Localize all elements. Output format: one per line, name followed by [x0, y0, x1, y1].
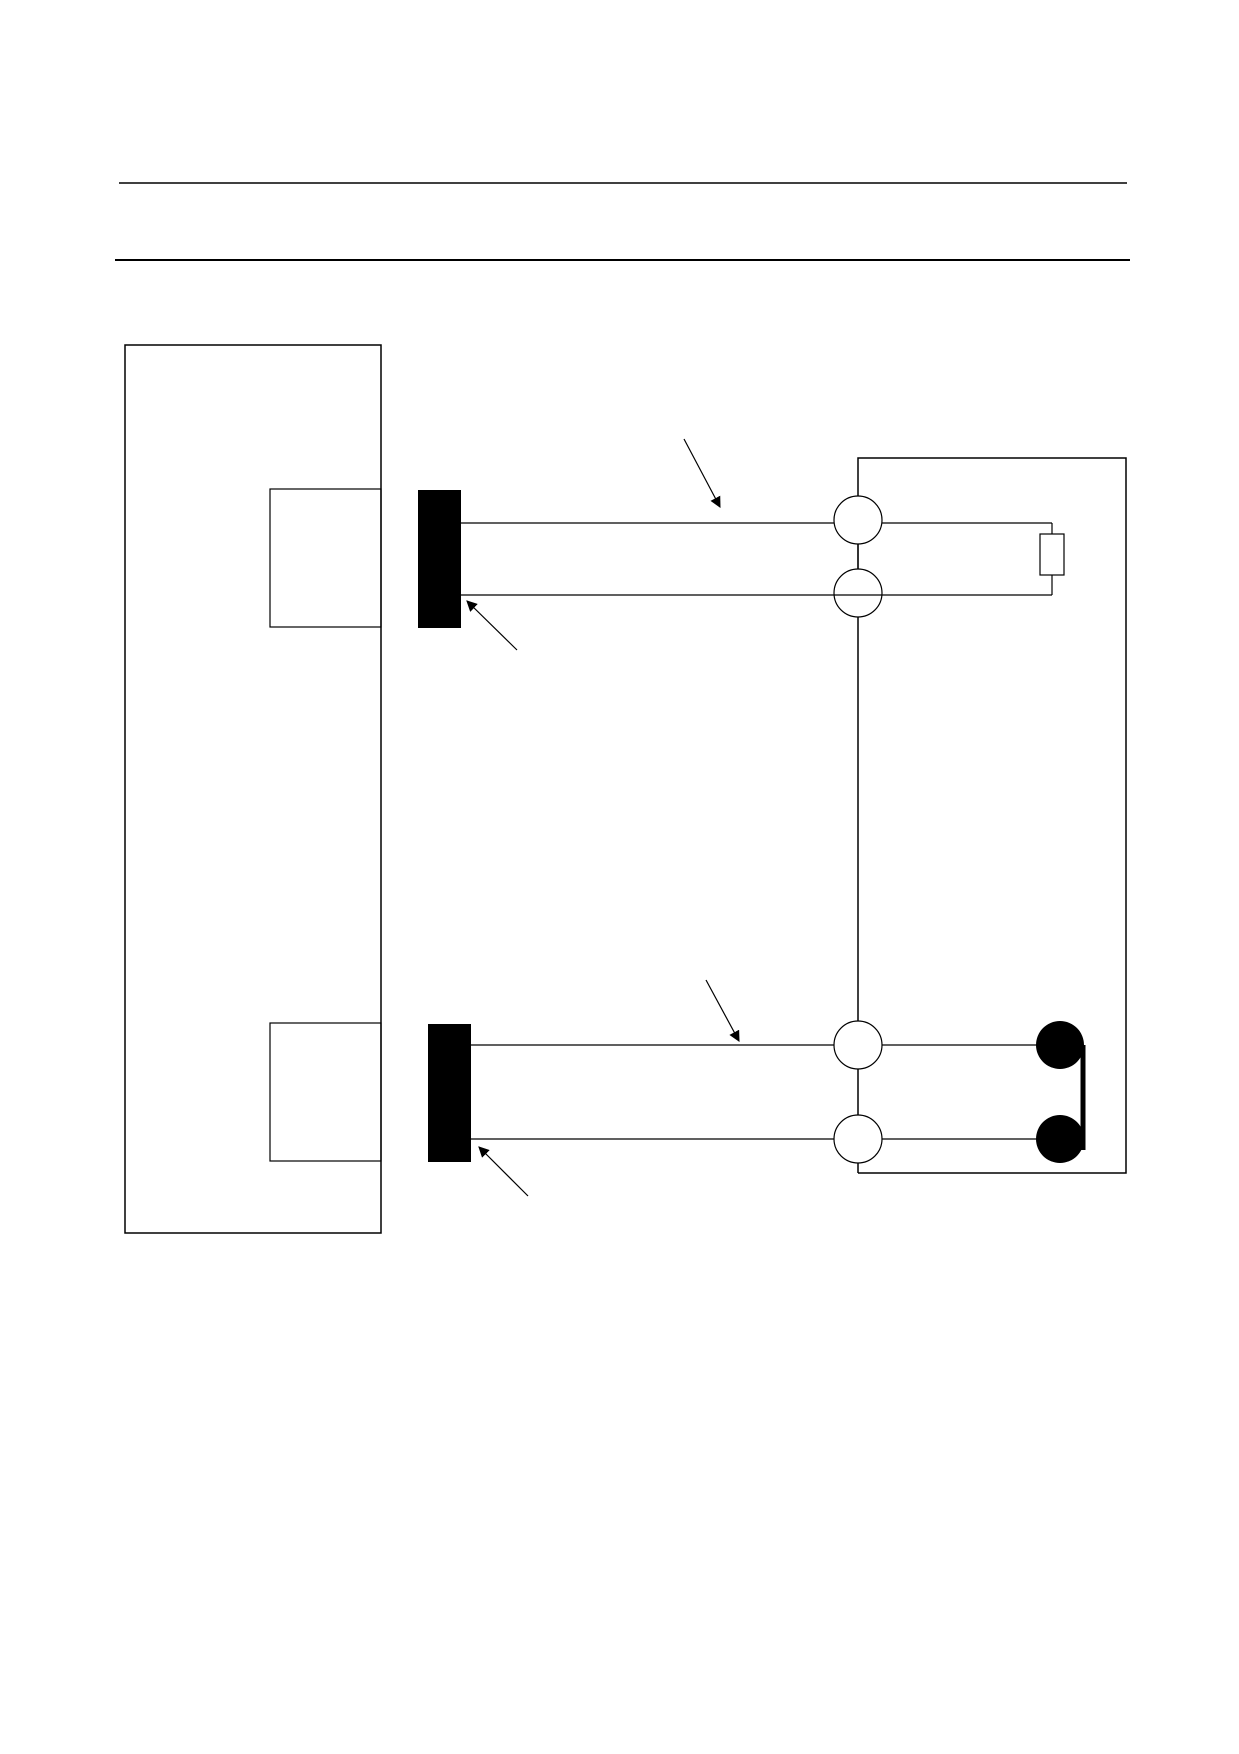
shorted-terminal-a	[1036, 1021, 1084, 1069]
lower-terminal-b	[833, 1114, 883, 1164]
upper-cable-leader-arrow	[683, 438, 721, 508]
termination-resistor	[1039, 533, 1065, 576]
lower-plug	[428, 1024, 471, 1162]
shorted-terminal-b	[1036, 1115, 1084, 1163]
upper-plug	[418, 490, 461, 628]
lower-port	[269, 1022, 382, 1162]
upper-plug-leader-arrow	[466, 600, 518, 651]
upper-terminal-b	[833, 568, 883, 618]
lower-terminal-a	[833, 1020, 883, 1070]
device-housing	[124, 344, 382, 1234]
lower-cable-leader-arrow	[705, 979, 740, 1042]
lower-plug-leader-arrow	[478, 1146, 529, 1197]
upper-terminal-a	[833, 495, 883, 545]
terminal-block-outline	[857, 457, 1127, 1174]
upper-port	[269, 488, 382, 628]
